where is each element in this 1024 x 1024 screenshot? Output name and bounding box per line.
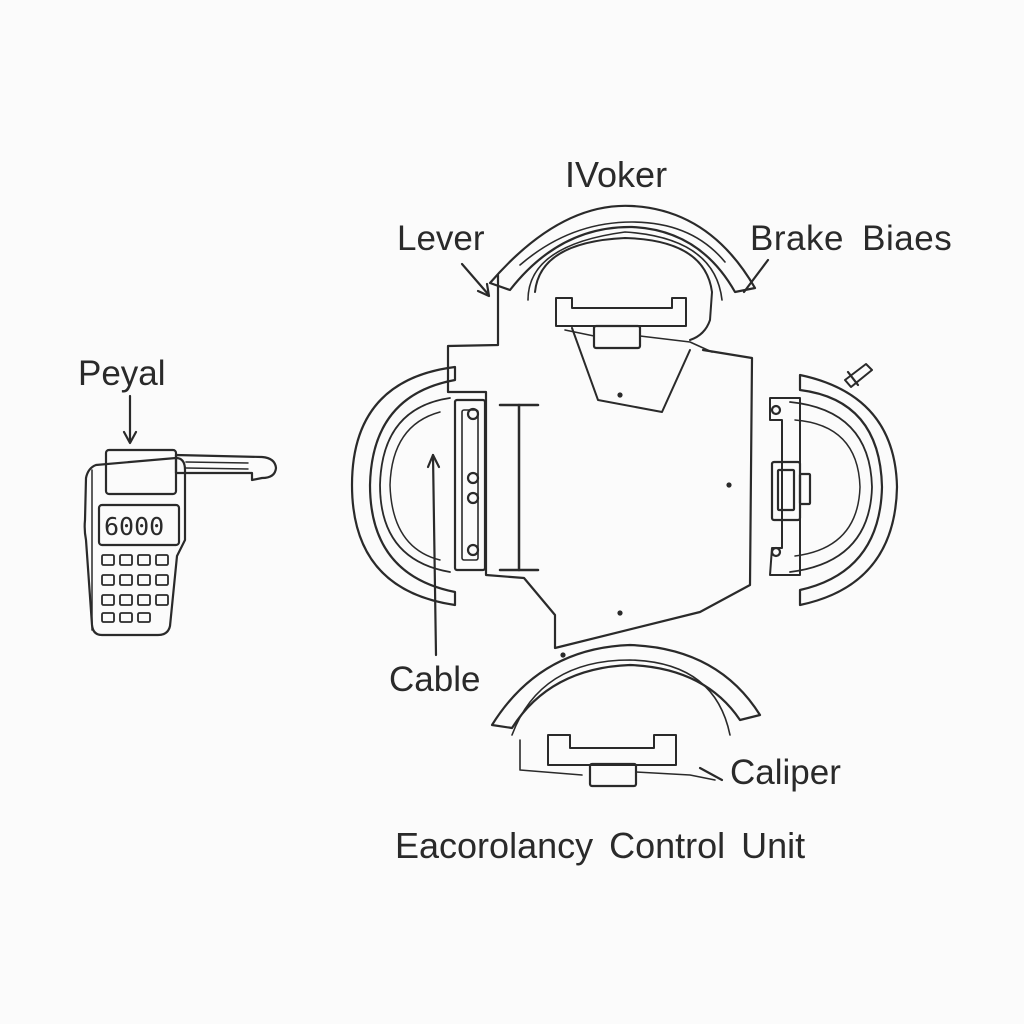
top-caliper <box>488 204 757 353</box>
label-control-unit: Eacorolancy Control Unit <box>395 825 806 866</box>
handheld-device <box>83 394 278 637</box>
left-caliper <box>350 365 487 607</box>
frame-outline <box>446 273 754 650</box>
brake-biaes-pointer <box>742 258 770 294</box>
device-display-value: 6000 <box>104 512 164 541</box>
i-beam-symbol <box>498 403 540 572</box>
device-body <box>83 456 187 637</box>
right-caliper <box>769 363 899 607</box>
device-keypad <box>101 554 169 623</box>
label-ivoker: IVoker <box>565 154 668 195</box>
label-lever: Lever <box>397 219 485 258</box>
right-caliper-shell <box>798 373 899 607</box>
label-peyal: Peyal <box>78 354 166 393</box>
lever-pointer <box>460 262 491 298</box>
peyal-arrow-head <box>122 430 138 445</box>
left-caliper-shell <box>350 365 457 607</box>
top-caliper-shell <box>488 204 757 294</box>
caliper-pointer <box>698 766 724 782</box>
label-brake-biaes: Brake Biaes <box>750 219 953 258</box>
label-cable: Cable <box>389 660 481 699</box>
central-frame <box>446 273 754 650</box>
device-cap <box>104 448 178 496</box>
bottom-caliper <box>490 643 762 788</box>
device-display <box>97 503 181 547</box>
label-caliper: Caliper <box>730 753 841 792</box>
bottom-caliper-shell <box>490 643 762 730</box>
cable-pointer <box>426 453 441 657</box>
device-arm <box>174 453 278 482</box>
